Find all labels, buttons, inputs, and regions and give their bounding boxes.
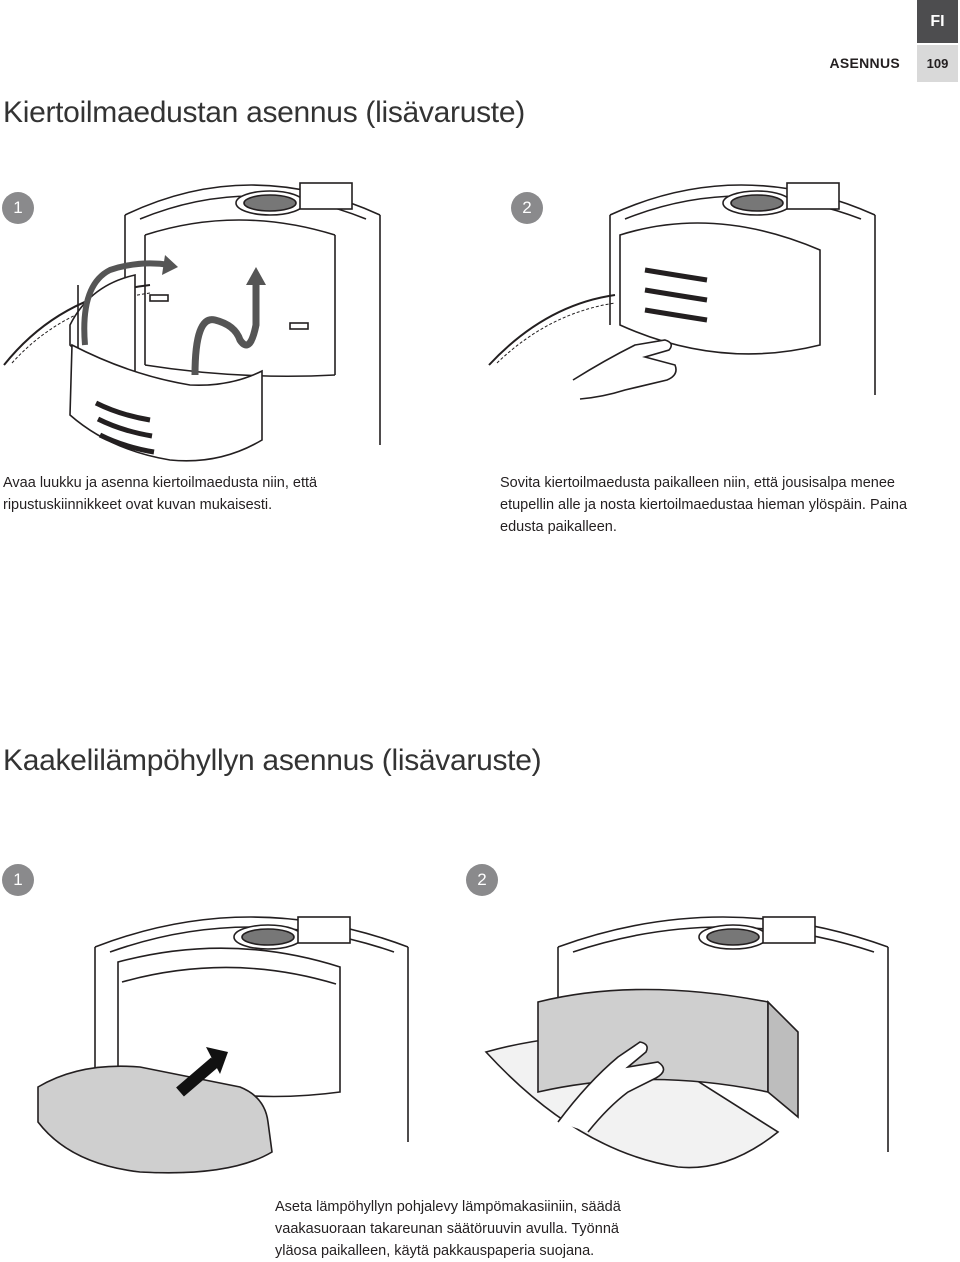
section2-step1-badge: 1 [2,864,34,896]
section1-step1-caption: Avaa luukku ja asenna kiertoilmaedusta n… [3,475,318,513]
stove-figure-open-door [0,175,410,465]
section1-step1-badge: 1 [2,192,34,224]
stove-figure-shelf-top [478,892,918,1187]
section2-step2-caption: Aseta lämpöhyllyn pohjalevy lämpömakasii… [275,1199,621,1259]
language-tab: FI [917,0,958,43]
section1-title: Kiertoilmaedustan asennus (lisävaruste) [3,96,525,129]
section2-title: Kaakelilämpöhyllyn asennus (lisävaruste) [3,744,542,777]
stove-figure-shelf-base [30,892,420,1192]
section1-step2-badge: 2 [511,192,543,224]
section-label: ASENNUS [829,55,900,71]
section2-step2-badge: 2 [466,864,498,896]
section1-step2-caption: Sovita kiertoilmaedusta paikalleen niin,… [500,475,908,535]
page-number: 109 [917,45,958,82]
stove-figure-hand-front [485,175,895,400]
